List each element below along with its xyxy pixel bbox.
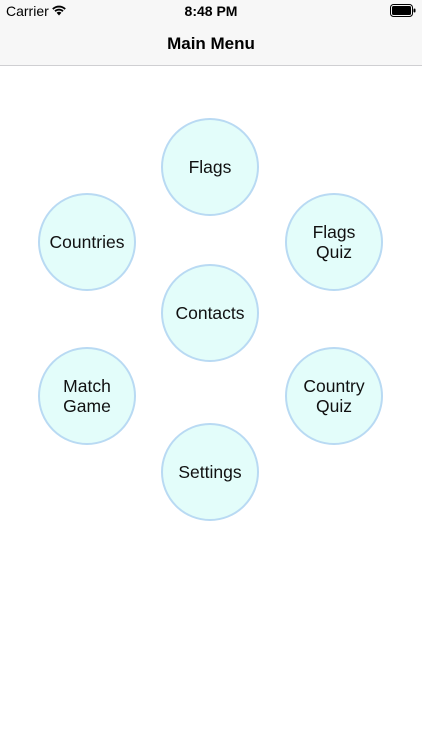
status-time: 8:48 PM <box>184 3 238 19</box>
wifi-icon <box>52 5 66 16</box>
flags-button-label: Flags <box>188 157 232 177</box>
battery-icon <box>390 4 416 17</box>
countries-button-label: Countries <box>49 232 125 252</box>
match-game-button-label: Match Game <box>63 376 111 416</box>
status-bar: Carrier 8:48 PM <box>0 0 422 22</box>
settings-button[interactable]: Settings <box>161 423 259 521</box>
match-game-button[interactable]: Match Game <box>38 347 136 445</box>
settings-button-label: Settings <box>178 462 242 482</box>
carrier-label: Carrier <box>6 3 49 19</box>
countries-button[interactable]: Countries <box>38 193 136 291</box>
country-quiz-button[interactable]: Country Quiz <box>285 347 383 445</box>
flags-quiz-button-label: Flags Quiz <box>312 222 356 262</box>
contacts-button[interactable]: Contacts <box>161 264 259 362</box>
flags-button[interactable]: Flags <box>161 118 259 216</box>
page-title: Main Menu <box>167 34 255 53</box>
flags-quiz-button[interactable]: Flags Quiz <box>285 193 383 291</box>
country-quiz-button-label: Country Quiz <box>303 376 365 416</box>
navigation-bar: Main Menu <box>0 22 422 66</box>
contacts-button-label: Contacts <box>175 303 245 323</box>
